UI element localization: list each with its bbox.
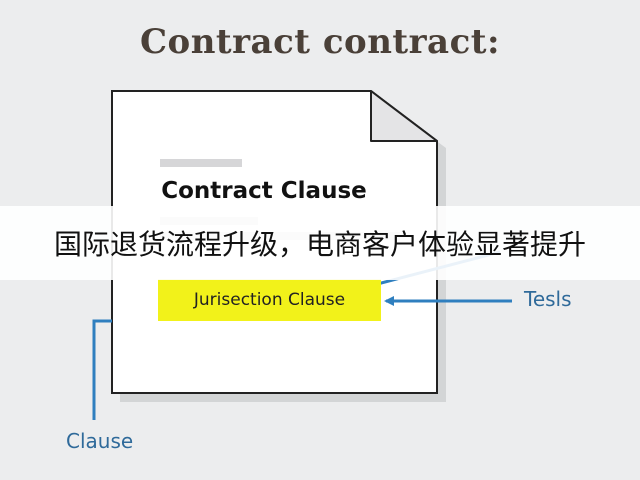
highlighted-clause: Jurisection Clause <box>158 279 381 321</box>
highlighted-clause-text: Jurisection Clause <box>193 290 346 310</box>
diagram-title: Contract contract: <box>139 22 501 62</box>
text-line <box>160 159 242 167</box>
clause-bracket-line <box>92 319 112 420</box>
callout-label-bottom: Clause <box>66 429 134 453</box>
document-heading: Contract Clause <box>161 178 367 204</box>
caption-banner-text: 国际退货流程升级，电商客户体验显著提升 <box>53 228 586 261</box>
document-fold <box>370 90 438 142</box>
caption-banner: 国际退货流程升级，电商客户体验显著提升 <box>0 206 640 280</box>
callout-label-right: Tesls <box>524 287 572 311</box>
